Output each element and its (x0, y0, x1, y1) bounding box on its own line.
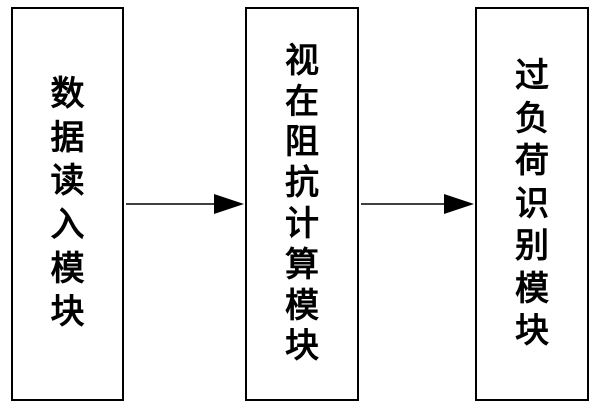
arrow-1-head (214, 194, 244, 214)
data-read-module-label: 数据读入模块 (50, 74, 85, 333)
arrow-2-head (444, 194, 474, 214)
data-read-module-box: 数据读入模块 (11, 7, 124, 401)
arrow-impedance-to-overload (361, 194, 474, 214)
overload-identification-module-label: 过负荷识别模块 (514, 56, 549, 352)
arrow-data-read-to-impedance (126, 194, 244, 214)
impedance-calculation-module-box: 视在阻抗计算模块 (245, 7, 359, 401)
overload-identification-module-box: 过负荷识别模块 (475, 7, 589, 401)
impedance-calculation-module-label: 视在阻抗计算模块 (284, 40, 319, 367)
